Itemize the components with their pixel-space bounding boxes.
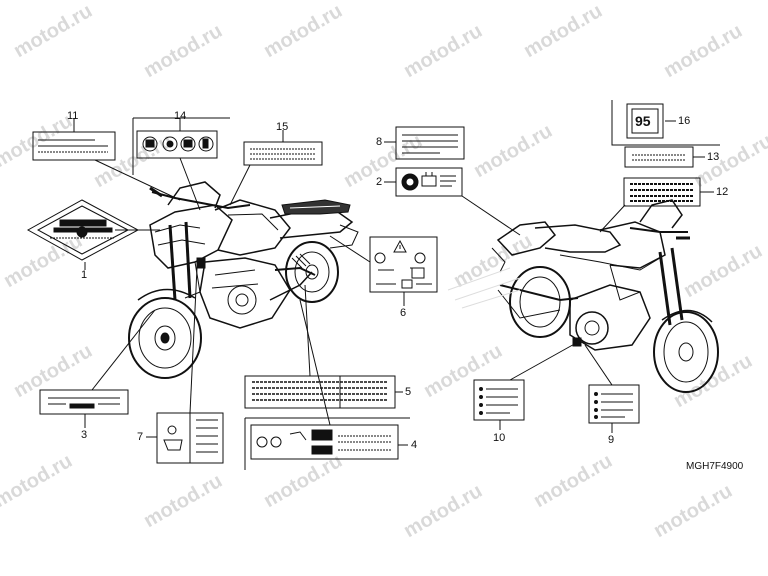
callout-number: 8 bbox=[376, 136, 383, 148]
label-10-sticker bbox=[473, 379, 525, 421]
label-15-sticker bbox=[243, 141, 323, 166]
callout-number: 4 bbox=[411, 439, 418, 451]
label-14-sticker bbox=[136, 130, 218, 159]
callout-number: 6 bbox=[400, 307, 407, 319]
label-13-sticker bbox=[624, 146, 694, 168]
label-12-sticker bbox=[623, 177, 701, 207]
callout-number: 1 bbox=[81, 269, 88, 281]
callout-number: 13 bbox=[707, 151, 720, 163]
callout-number: 15 bbox=[276, 121, 289, 133]
label-9-sticker bbox=[588, 384, 640, 424]
label-4-sticker bbox=[250, 424, 399, 460]
octane-rating-text: 95 bbox=[635, 113, 651, 129]
label-7-sticker bbox=[156, 412, 224, 464]
group-bracket-lines bbox=[132, 100, 720, 470]
callout-number: 14 bbox=[174, 110, 187, 122]
motorcycle-right-illustration bbox=[447, 199, 719, 393]
callout-number: 10 bbox=[493, 432, 506, 444]
label-2-sticker bbox=[395, 167, 463, 197]
leader-lines bbox=[73, 118, 714, 446]
motorcycle-left-illustration bbox=[128, 181, 359, 379]
callout-number: 9 bbox=[608, 434, 615, 446]
label-1-sticker bbox=[26, 199, 140, 261]
callout-number: 7 bbox=[137, 431, 144, 443]
label-8-sticker bbox=[395, 126, 465, 160]
callout-number: 5 bbox=[405, 386, 412, 398]
callout-number: 2 bbox=[376, 176, 383, 188]
label-6-sticker bbox=[369, 236, 438, 293]
callout-number: 3 bbox=[81, 429, 88, 441]
label-16-sticker bbox=[626, 103, 664, 139]
label-3-sticker bbox=[39, 389, 129, 415]
callout-number: 11 bbox=[67, 110, 79, 122]
label-5-sticker bbox=[244, 375, 396, 409]
callout-number: 16 bbox=[678, 115, 691, 127]
part-code: MGH7F4900 bbox=[686, 461, 744, 472]
label-11-sticker bbox=[32, 131, 116, 161]
callout-number: 12 bbox=[716, 186, 729, 198]
